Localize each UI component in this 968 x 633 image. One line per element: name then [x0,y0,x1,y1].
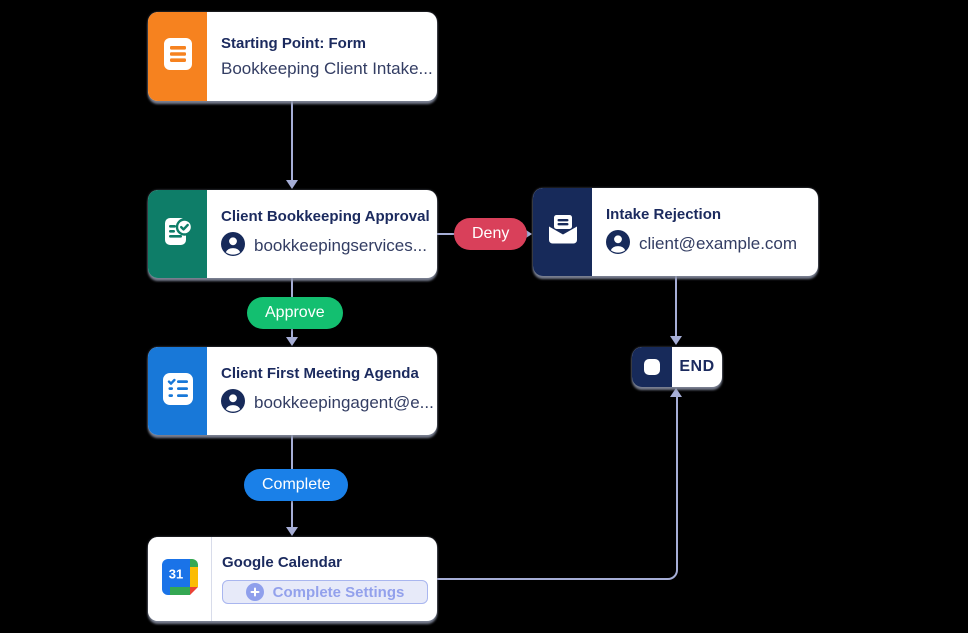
approval-icon [161,215,195,254]
connector-start-to-approval [291,101,293,180]
connector-calendar-to-end [435,396,678,580]
arrowhead-down-icon [286,527,298,536]
branch-label: Complete [262,476,331,493]
branch-badge-deny[interactable]: Deny [454,218,528,250]
node-starting-point-form[interactable]: Starting Point: Form Bookkeeping Client … [148,12,437,101]
node-subtitle: Bookkeeping Client Intake... [221,58,433,78]
branch-label: Deny [472,225,510,242]
google-calendar-icon: 31 [161,558,198,600]
end-label: END [679,358,715,375]
avatar-icon [606,229,630,259]
node-title: Google Calendar [222,554,343,571]
form-icon [163,37,193,76]
branch-badge-complete[interactable]: Complete [244,469,349,501]
node-title: Client First Meeting Agenda [221,364,419,382]
node-subtitle: client@example.com [639,234,798,253]
arrowhead-down-icon [286,337,298,346]
arrowhead-right-icon [523,228,532,240]
node-accent-panel [148,12,207,101]
node-accent-panel [148,190,207,278]
branch-label: Approve [265,304,325,321]
connector-rejection-to-end [675,276,677,337]
node-accent-panel [148,347,207,435]
stop-square-icon [644,359,660,375]
complete-settings-label: Complete Settings [272,583,405,601]
node-title: Intake Rejection [606,205,722,223]
end-accent-panel [632,347,672,387]
avatar-icon [221,231,245,261]
node-accent-panel: 31 [148,537,212,621]
calendar-day-number: 31 [168,566,182,581]
arrowhead-down-icon [670,336,682,345]
email-icon [546,214,580,250]
node-client-first-meeting-agenda[interactable]: Client First Meeting Agenda bookkeepinga… [148,347,437,435]
node-subtitle: bookkeepingagent@e... [254,393,434,412]
arrowhead-down-icon [286,180,298,189]
node-accent-panel [533,188,592,276]
node-subtitle: bookkeepingservices... [254,236,427,255]
node-title: Client Bookkeeping Approval [221,207,430,225]
branch-badge-approve[interactable]: Approve [247,297,343,329]
checklist-icon [162,372,194,411]
node-title: Starting Point: Form [221,34,366,52]
complete-settings-button[interactable]: Complete Settings [222,580,428,604]
avatar-icon [221,388,245,418]
node-google-calendar[interactable]: 31 Google Calendar Complete Settings [148,537,437,621]
plus-icon [245,583,264,601]
arrowhead-up-icon [670,388,682,397]
node-client-bookkeeping-approval[interactable]: Client Bookkeeping Approval bookkeepings… [148,190,437,278]
node-end[interactable]: END [632,347,722,387]
node-intake-rejection[interactable]: Intake Rejection client@example.com [533,188,818,276]
